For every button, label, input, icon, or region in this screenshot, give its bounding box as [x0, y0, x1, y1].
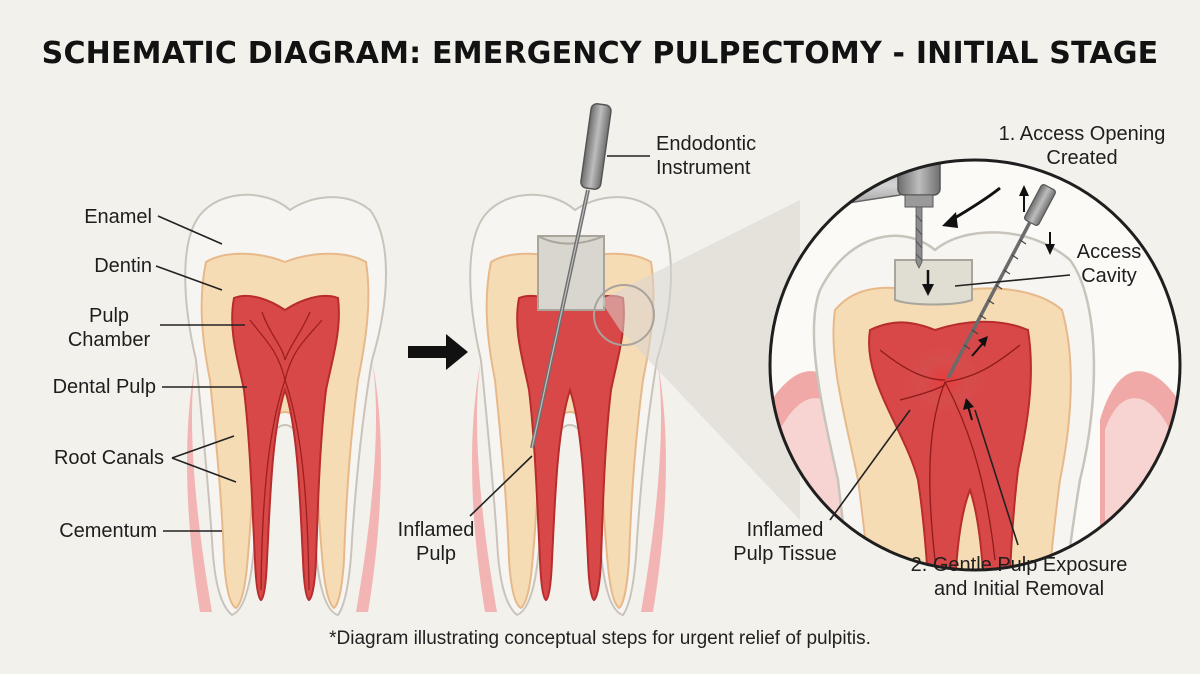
dentin-shape [200, 252, 370, 610]
label-step1-line2: Created [1046, 147, 1118, 169]
label-pulp-chamber-line2: Chamber [67, 329, 151, 351]
label-inflamed-tissue-line2: Pulp Tissue [733, 543, 837, 565]
magnify-source-circle [593, 284, 655, 346]
magnified-leaders [829, 274, 1071, 546]
label-inflamed-pulp: Inflamed Pulp [384, 518, 488, 566]
label-step1-line1: 1. Access Opening [998, 123, 1166, 145]
label-endodontic-line1: Endodontic [656, 133, 757, 155]
label-dental-pulp: Dental Pulp [52, 376, 156, 398]
label-endodontic-line2: Instrument [656, 157, 751, 179]
magnify-cone [600, 200, 800, 520]
endodontic-file-icon [530, 103, 612, 449]
pulp-vessels [249, 311, 323, 591]
gum-right [356, 360, 381, 612]
label-pulp-chamber: Pulp Chamber [64, 304, 154, 352]
progress-arrow-icon [408, 334, 468, 370]
label-root-canals: Root Canals [53, 447, 164, 469]
healthy-tooth [184, 193, 387, 617]
tooth1-leaders [155, 215, 247, 532]
label-step2: 2. Gentle Pulp Exposure and Initial Remo… [896, 553, 1142, 601]
label-dentin: Dentin [94, 255, 152, 277]
label-access-cavity-line2: Cavity [1081, 265, 1137, 287]
magnify-circle-border [768, 158, 1182, 572]
label-step2-line2: and Initial Removal [933, 578, 1105, 600]
label-step1: 1. Access Opening Created [984, 122, 1180, 170]
gum-left [187, 360, 212, 612]
label-inflamed-tissue-line1: Inflamed [746, 519, 824, 541]
footnote: *Diagram illustrating conceptual steps f… [329, 628, 871, 649]
label-inflamed-pulp-line1: Inflamed [397, 519, 475, 541]
label-step2-line1: 2. Gentle Pulp Exposure [910, 554, 1128, 576]
label-enamel: Enamel [84, 206, 152, 228]
label-endodontic-instrument: Endodontic Instrument [656, 132, 756, 180]
label-cementum: Cementum [59, 520, 157, 542]
page-title: SCHEMATIC DIAGRAM: EMERGENCY PULPECTOMY … [41, 36, 1159, 71]
label-pulp-chamber-line1: Pulp [88, 305, 130, 327]
label-access-cavity: Access Cavity [1064, 240, 1154, 288]
treated-tooth [469, 103, 672, 617]
pulp-shape [231, 294, 340, 602]
endodontic-file-icon-2 [946, 184, 1056, 379]
label-inflamed-pulp-line2: Pulp [415, 543, 457, 565]
tooth2-leaders [469, 155, 650, 517]
label-inflamed-pulp-tissue: Inflamed Pulp Tissue [722, 518, 848, 566]
label-access-cavity-line1: Access [1076, 241, 1142, 263]
